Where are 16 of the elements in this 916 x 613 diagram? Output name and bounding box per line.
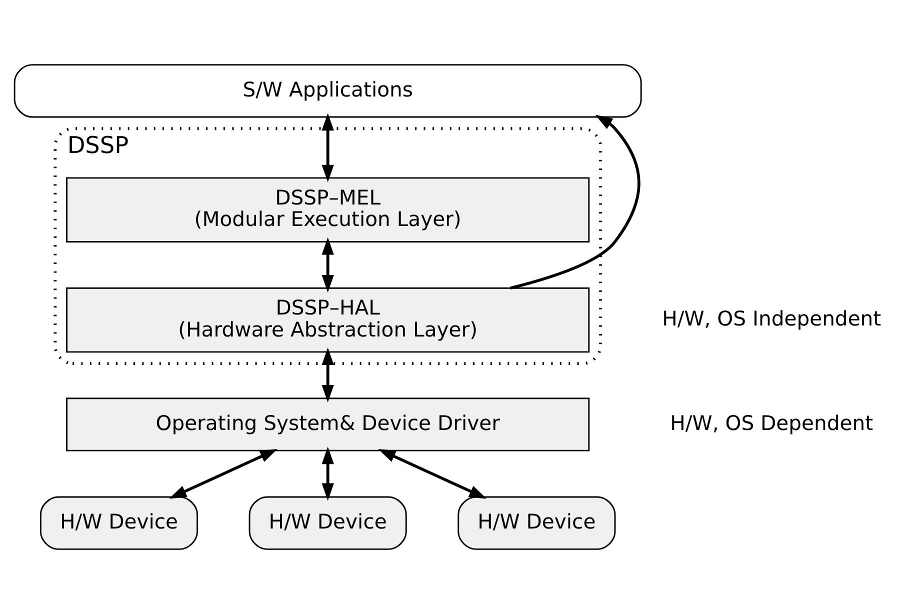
arrow <box>322 347 334 402</box>
node-box: DSSP–MEL (Modular Execution Layer) <box>66 176 590 242</box>
node-box: S/W Applications <box>14 64 642 118</box>
node-box: Operating System& Device Driver <box>66 397 590 451</box>
label: H/W, OS Dependent <box>670 410 874 434</box>
arrow <box>322 446 334 500</box>
node-box: H/W Device <box>40 496 198 550</box>
node-box: DSSP–HAL (Hardware Abstraction Layer) <box>66 286 590 352</box>
arrow <box>322 112 334 182</box>
arrow <box>322 236 334 292</box>
label: H/W, OS Independent <box>662 306 882 330</box>
arrow <box>169 448 278 498</box>
arrow <box>378 448 487 498</box>
arrow <box>510 114 640 290</box>
node-box: H/W Device <box>248 496 407 550</box>
node-box: H/W Device <box>458 496 616 550</box>
